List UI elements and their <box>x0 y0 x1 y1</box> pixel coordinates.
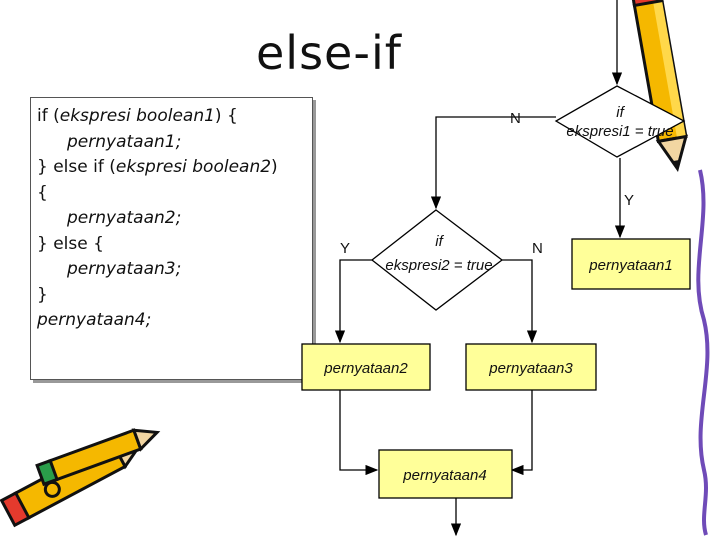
slide-title: else-if <box>256 26 402 80</box>
decision-1-line-2: ekspresi1 = true <box>566 123 673 140</box>
code-line-1: if (ekspresi boolean1) { <box>37 104 312 130</box>
code-brace: ) <box>271 157 278 177</box>
code-line-3: } else if (ekspresi boolean2) <box>37 155 312 181</box>
code-line-2: pernyataan1; <box>67 131 182 152</box>
code-keyword: } else if ( <box>37 157 116 177</box>
decision-2-line-1: if <box>435 233 444 250</box>
code-line-9: pernyataan4; <box>37 310 152 330</box>
decorative-wavy-line <box>696 169 710 536</box>
code-line-6: } else { <box>37 233 104 254</box>
process-pernyataan3: pernyataan3 <box>465 343 597 391</box>
code-box: if (ekspresi boolean1) {pernyataan1;} el… <box>30 97 313 380</box>
code-keyword: if ( <box>37 106 60 126</box>
pencil-icon-bottom-left-2 <box>35 428 161 487</box>
label-d1-yes: Y <box>624 192 634 209</box>
process-3-label: pernyataan3 <box>488 360 573 377</box>
code-expression: ekspresi boolean2 <box>115 157 272 177</box>
process-pernyataan1: pernyataan1 <box>571 238 691 290</box>
decision-1: if ekspresi1 = true <box>554 85 686 158</box>
pencil-icon-top-right <box>629 0 689 172</box>
process-4-label: pernyataan4 <box>402 467 486 484</box>
code-line-4: { <box>37 182 48 203</box>
label-d1-no: N <box>510 110 521 127</box>
process-2-label: pernyataan2 <box>323 360 408 377</box>
decision-2-line-2: ekspresi2 = true <box>385 257 492 274</box>
code-expression: ekspresi boolean1 <box>59 106 215 126</box>
process-pernyataan4: pernyataan4 <box>378 449 513 499</box>
flow-connectors <box>334 0 626 537</box>
label-d2-no: N <box>532 240 543 257</box>
decision-2: if ekspresi2 = true <box>370 209 504 311</box>
process-pernyataan2: pernyataan2 <box>301 343 431 391</box>
code-line-7: pernyataan3; <box>67 259 182 279</box>
decision-1-line-1: if <box>616 104 625 121</box>
code-line-8: } <box>37 284 48 305</box>
process-1-label: pernyataan1 <box>588 257 672 274</box>
code-listing: if (ekspresi boolean1) {pernyataan1;} el… <box>37 104 312 334</box>
label-d2-yes: Y <box>340 240 350 257</box>
code-line-5: pernyataan2; <box>67 208 182 228</box>
code-brace: ) { <box>214 106 238 126</box>
